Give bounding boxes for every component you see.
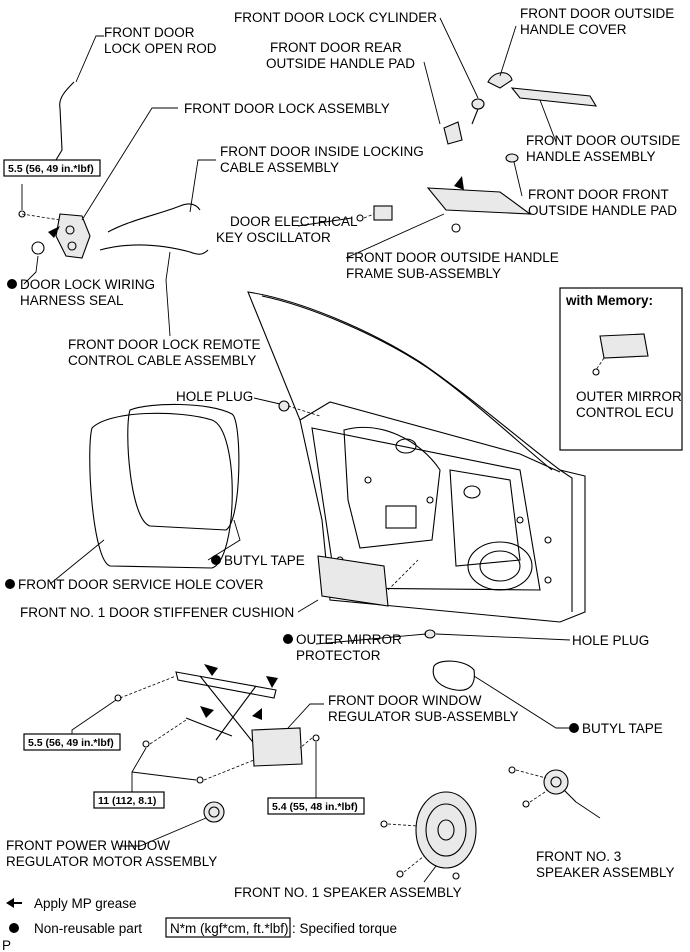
torque-box-regulator-upper	[23, 733, 121, 751]
window-regulator-part	[175, 671, 303, 767]
lock-cylinder-label: FRONT DOOR LOCK CYLINDER	[234, 10, 437, 25]
torque-regulator-upper: 5.5 (56, 49 in.*lbf)	[28, 737, 114, 749]
outer-mirror-ecu-part	[592, 333, 649, 376]
butyl-tape-left-label: BUTYL TAPE	[224, 553, 305, 568]
front-door-panel	[247, 291, 586, 623]
rear-handle-pad-part	[443, 121, 463, 145]
speaker-screw	[396, 870, 404, 878]
torque-lock-bolt: 5.5 (56, 49 in.*lbf)	[8, 163, 94, 175]
lock-assembly-label: FRONT DOOR LOCK ASSEMBLY	[184, 101, 390, 116]
torque-regulator-bolts: 11 (112, 8.1)	[98, 795, 156, 807]
non-reusable-icon	[9, 923, 19, 933]
legend-torque-unit: N*m (kgf*cm, ft.*lbf)	[170, 921, 289, 936]
legend-grease: Apply MP grease	[34, 896, 137, 911]
no1-speaker-part	[415, 791, 477, 869]
hole-plug-lower-label: HOLE PLUG	[572, 633, 649, 648]
torque-box-regulator-bolts	[93, 791, 165, 809]
torque-box-regulator-lower	[267, 797, 365, 815]
non-reusable-icon	[7, 279, 17, 289]
outside-handle-assembly-part	[510, 87, 598, 107]
front-handle-pad-part	[505, 153, 519, 163]
no1-speaker-label: FRONT NO. 1 SPEAKER ASSEMBLY	[234, 885, 462, 900]
outside-handle-cover-part	[487, 72, 513, 89]
regulator-motor-part	[203, 801, 225, 823]
butyl-tape-right-part	[432, 660, 475, 691]
wiring-seal-part	[31, 241, 45, 255]
with-memory-box	[559, 287, 683, 451]
corner-mark: P	[2, 938, 11, 952]
non-reusable-icon	[5, 579, 15, 589]
stiffener-cushion-part	[317, 555, 389, 607]
legend-non-reusable: Non-reusable part	[34, 921, 142, 936]
lock-assembly-part	[55, 213, 91, 259]
dashed-guides	[21, 213, 605, 873]
no3-speaker-part	[543, 769, 577, 803]
regulator-bolt-lower	[312, 734, 320, 742]
non-reusable-icon	[211, 555, 221, 565]
regulator-bolt	[196, 776, 204, 784]
speaker-screw	[522, 800, 530, 808]
non-reusable-icon	[569, 723, 579, 733]
butyl-tape-left-part	[127, 403, 240, 531]
inside-locking-cable-part	[107, 203, 201, 233]
legend-torque-desc: : Specified torque	[292, 921, 397, 936]
service-hole-cover-part	[89, 412, 233, 569]
handle-frame-part	[426, 187, 532, 233]
grease-arrow-icon	[6, 898, 14, 908]
speaker-screw	[452, 872, 460, 880]
remote-control-cable-part	[99, 244, 209, 255]
key-oscillator-part	[356, 205, 393, 222]
mirror-protector-part	[424, 629, 436, 639]
legend: Apply MP grease Non-reusable part N*m (k…	[6, 896, 397, 938]
leader-lines	[21, 17, 601, 883]
non-reusable-icon	[283, 634, 293, 644]
lock-cylinder-part	[471, 98, 485, 125]
regulator-bolt	[142, 740, 150, 748]
service-hole-cover-label: FRONT DOOR SERVICE HOLE COVER	[18, 577, 264, 592]
lock-open-rod-part	[55, 81, 75, 161]
stiffener-cushion-label: FRONT NO. 1 DOOR STIFFENER CUSHION	[20, 605, 294, 620]
speaker-screw	[380, 820, 388, 828]
butyl-tape-right-label: BUTYL TAPE	[582, 721, 663, 736]
lock-bolt	[18, 210, 26, 218]
hole-plug-upper-part	[278, 400, 290, 412]
hole-plug-upper-label: HOLE PLUG	[176, 389, 253, 404]
speaker-screw	[508, 766, 516, 774]
legend-torque-box	[165, 917, 291, 938]
with-memory-label: with Memory:	[565, 293, 653, 308]
grease-arrow-icons	[48, 176, 464, 720]
torque-box-lock	[3, 159, 101, 177]
torque-regulator-lower: 5.4 (55, 48 in.*lbf)	[272, 801, 358, 813]
